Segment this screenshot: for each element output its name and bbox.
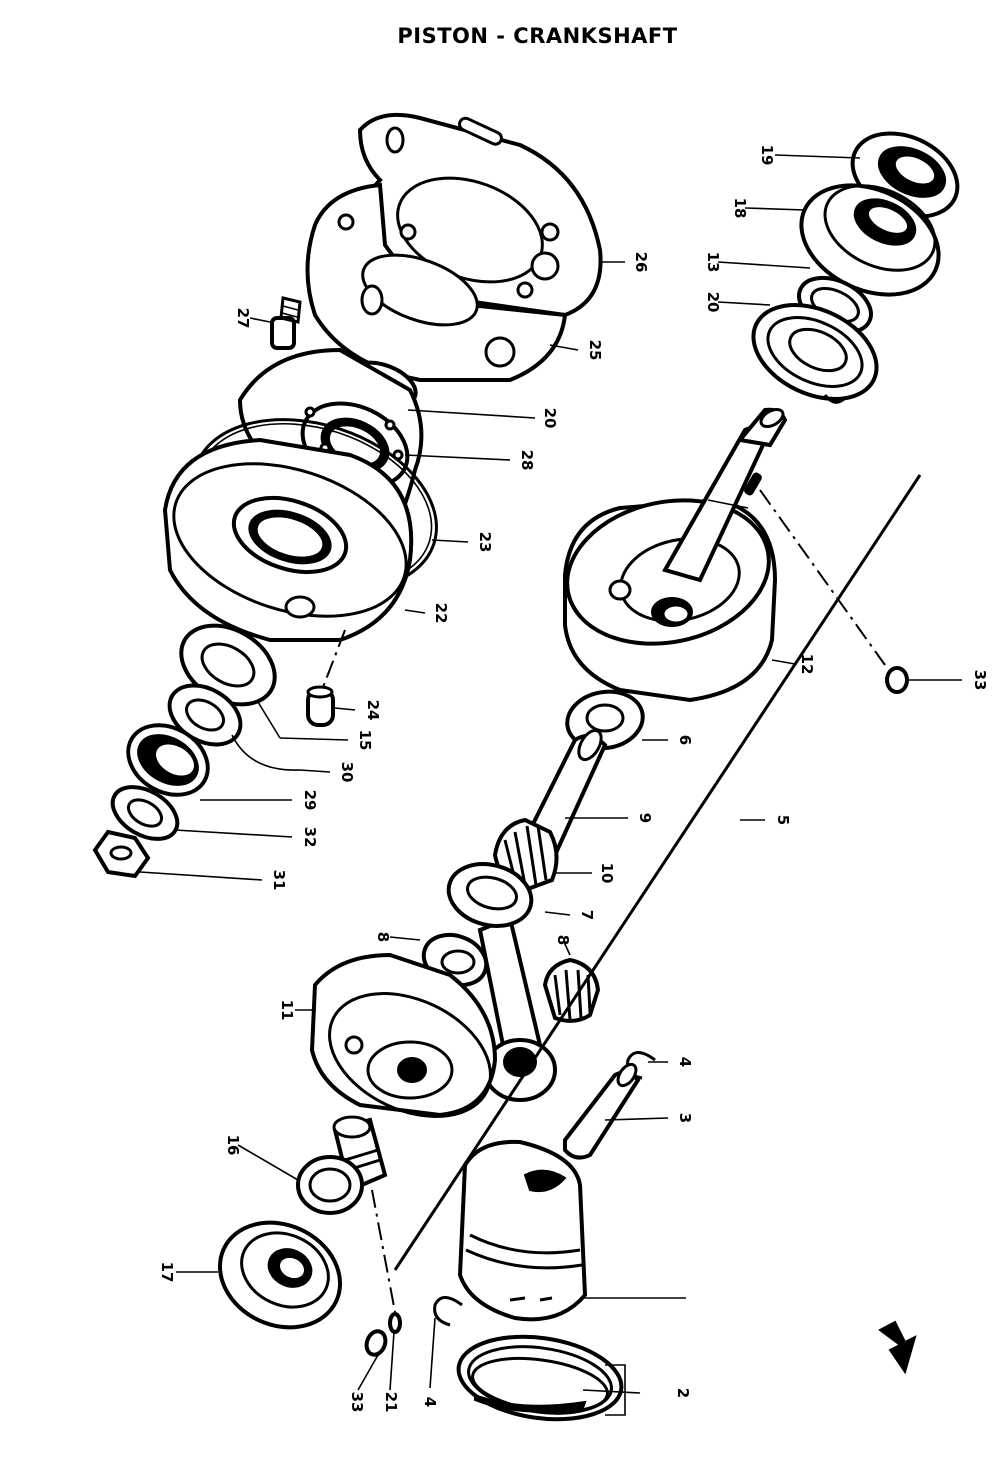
pin-24 [306, 685, 335, 727]
key-guide-line [759, 489, 886, 666]
callout-26: 26 [632, 252, 650, 273]
callout-22: 22 [432, 603, 450, 624]
bearing-17 [217, 1220, 343, 1330]
pin-21 [371, 1189, 402, 1334]
crank-half-11 [309, 952, 498, 1193]
callout-17: 17 [158, 1262, 176, 1283]
key-33-top [885, 666, 909, 694]
washer-15 [179, 623, 277, 707]
callout-12: 12 [798, 654, 816, 675]
callout-8: 8 [554, 935, 572, 945]
callout-6: 6 [676, 735, 694, 745]
callout-30: 30 [338, 762, 356, 783]
callout-9: 9 [636, 813, 654, 823]
callout-21: 21 [382, 1392, 400, 1413]
callout-33: 33 [348, 1392, 366, 1413]
oil-seal-16 [296, 1155, 364, 1215]
callout-15: 15 [356, 730, 374, 751]
callout-2: 2 [674, 1388, 692, 1398]
crank-centerline [393, 474, 922, 1271]
cover-plate [305, 182, 568, 382]
page-title: PISTON - CRANKSHAFT [397, 24, 678, 48]
pin-guide-line [321, 629, 346, 691]
callout-7: 7 [578, 910, 596, 920]
needle-cage-8 [542, 957, 601, 1023]
callout-24: 24 [364, 700, 382, 721]
callout-20: 20 [704, 292, 722, 313]
leader-lines [139, 154, 962, 1416]
callout-labels: 2 3 4 4 5 6 7 8 8 9 10 11 12 13 15 16 17… [158, 145, 989, 1413]
callout-5: 5 [774, 815, 792, 825]
front-arrow-icon [878, 1320, 917, 1375]
callout-27: 27 [234, 308, 252, 329]
callout-10: 10 [598, 863, 616, 884]
callout-28: 28 [518, 450, 536, 471]
callout-23: 23 [476, 532, 494, 553]
callout-25: 25 [586, 340, 604, 361]
callout-18: 18 [731, 198, 749, 219]
callout-31: 31 [270, 870, 288, 891]
callout-8: 8 [374, 932, 392, 942]
callout-3: 3 [676, 1113, 694, 1123]
nut-31 [92, 829, 151, 879]
crankpin-9 [516, 728, 608, 858]
callout-13: 13 [704, 252, 722, 273]
washer-32 [110, 785, 180, 841]
key-33-bottom [364, 1329, 388, 1357]
callout-33: 33 [971, 670, 989, 691]
retainer-20 [751, 303, 879, 404]
piston-rings-2 [456, 1334, 624, 1422]
callout-16: 16 [224, 1135, 242, 1156]
callout-29: 29 [301, 790, 319, 811]
piston [457, 1139, 588, 1322]
bolt-27 [270, 296, 302, 350]
piston-pin-5 [563, 1062, 641, 1160]
callout-4: 4 [676, 1057, 694, 1067]
housing-22 [162, 437, 414, 642]
crank-half-12 [563, 407, 788, 703]
callout-4: 4 [421, 1397, 439, 1407]
gear-29 [126, 723, 210, 797]
callout-19: 19 [758, 145, 776, 166]
callout-11: 11 [278, 1000, 296, 1021]
callout-32: 32 [301, 827, 319, 848]
callout-20: 20 [541, 408, 559, 429]
circlip-4-bottom [433, 1296, 463, 1327]
